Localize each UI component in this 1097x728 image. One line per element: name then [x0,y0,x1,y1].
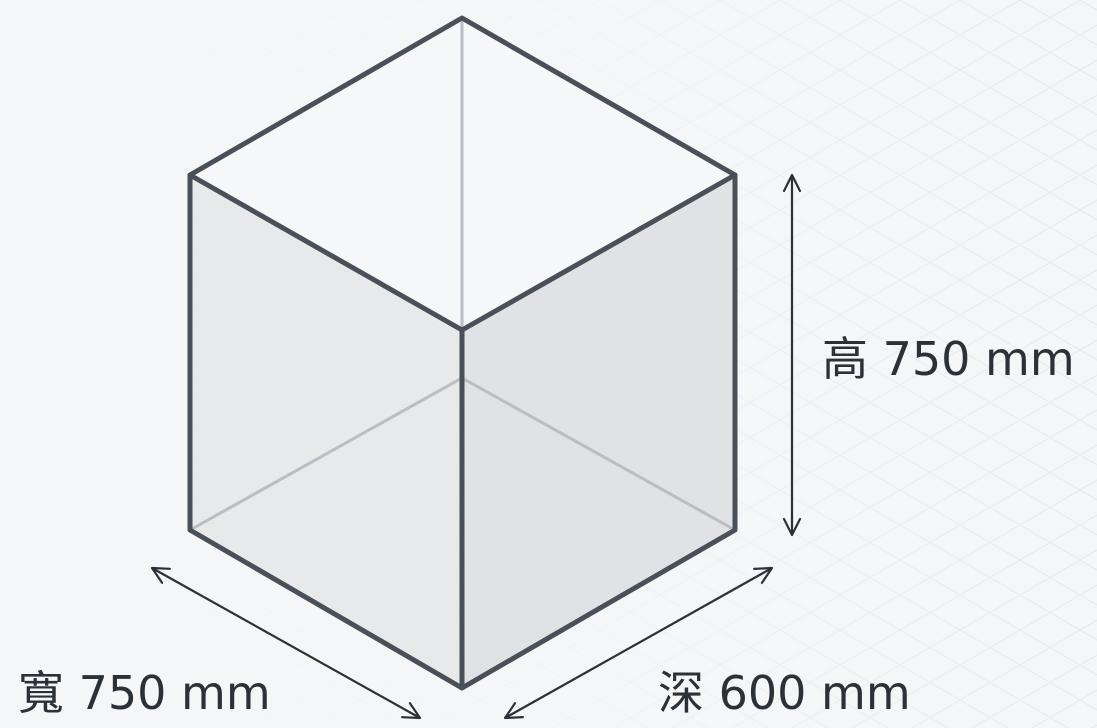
depth-dimension-label: 深 600 mm [658,666,911,720]
cube-hidden-edges [189,18,736,532]
cube-right-face [462,175,735,688]
width-arrow [150,566,422,720]
cube-left-face [190,175,462,688]
hidden-edge-left [189,376,463,532]
hidden-edge-right [461,376,736,532]
width-dimension-label: 寬 750 mm [18,666,271,720]
height-dimension-label: 高 750 mm [822,332,1075,386]
depth-arrow [503,566,774,720]
dimension-arrows [150,173,802,720]
cube-visible-edges [187,15,738,691]
